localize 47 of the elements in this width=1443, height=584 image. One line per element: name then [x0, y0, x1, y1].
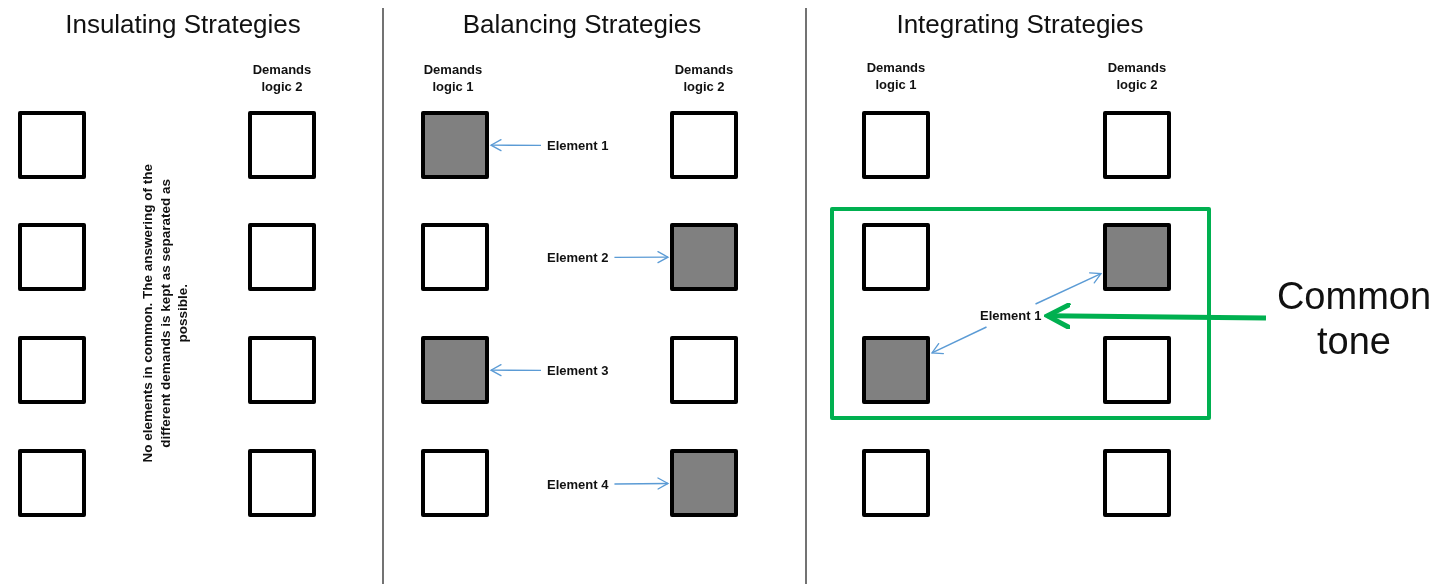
square	[862, 449, 930, 517]
square	[248, 336, 316, 404]
arrow	[490, 364, 542, 377]
note-text: No elements in common. The answering of the different demands is kept as separated as possible.	[138, 162, 191, 465]
filled-square	[421, 336, 489, 404]
callout-text: Element 3	[543, 361, 613, 380]
filled-square	[1103, 223, 1171, 291]
square	[18, 336, 86, 404]
arrow	[490, 139, 542, 152]
filled-square	[670, 449, 738, 517]
square	[670, 111, 738, 179]
arrow	[931, 326, 988, 355]
square	[248, 223, 316, 291]
square	[18, 449, 86, 517]
square	[1103, 336, 1171, 404]
square	[421, 223, 489, 291]
column-heading: Demands logic 2	[251, 62, 313, 96]
square	[248, 111, 316, 179]
square	[18, 111, 86, 179]
column-heading: Demands logic 2	[673, 62, 735, 96]
arrow	[613, 477, 669, 490]
square	[670, 336, 738, 404]
callout-text: Element 2	[543, 248, 613, 267]
column-heading: Demands logic 1	[865, 60, 927, 94]
column-heading: Demands logic 1	[422, 62, 484, 96]
square	[862, 223, 930, 291]
square	[421, 449, 489, 517]
filled-square	[862, 336, 930, 404]
callout-text: Common tone	[1268, 272, 1440, 366]
filled-square	[670, 223, 738, 291]
square	[1103, 111, 1171, 179]
callout-text: Element 1	[543, 136, 613, 155]
callout-text: Element 1	[976, 306, 1046, 325]
square	[862, 111, 930, 179]
square	[248, 449, 316, 517]
panel-title: Balancing Strategies	[461, 8, 703, 41]
arrow	[1034, 272, 1102, 305]
panel-title: Integrating Strategies	[895, 8, 1145, 41]
column-heading: Demands logic 2	[1106, 60, 1168, 94]
square	[18, 223, 86, 291]
callout-text: Element 4	[543, 475, 613, 494]
square	[1103, 449, 1171, 517]
highlight-frame	[830, 207, 1211, 420]
panel-title: Insulating Strategies	[64, 8, 302, 41]
arrow	[613, 251, 669, 264]
arrow	[1044, 302, 1266, 330]
filled-square	[421, 111, 489, 179]
